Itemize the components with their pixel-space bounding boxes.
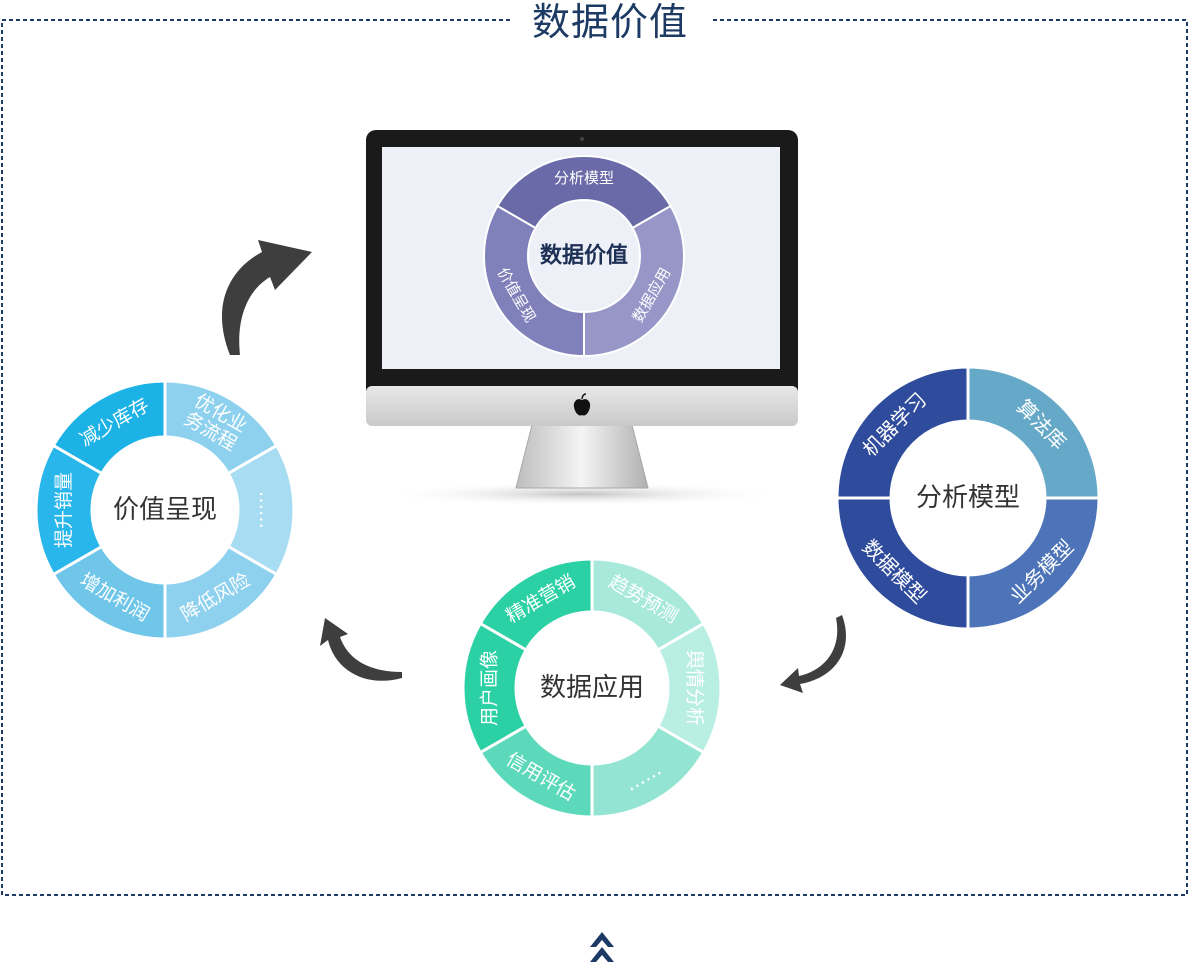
ring-segment <box>966 496 1101 631</box>
curved-arrow-icon <box>320 618 402 681</box>
ring-segment <box>483 204 585 358</box>
ring-center <box>529 201 639 311</box>
ring-center-label: 数据应用 <box>540 673 644 703</box>
ring-segment <box>461 621 529 755</box>
dashed-frame-border <box>1 19 1188 896</box>
ring-center-label: 价值呈现 <box>113 495 217 525</box>
data-application-ring: 精准营销趋势预测舆情分析……信用评估用户画像数据应用 <box>461 557 723 819</box>
ring-segment <box>835 365 970 500</box>
ring-center <box>517 613 667 763</box>
page-title: 数据价值 <box>510 0 710 46</box>
ring-segment-label: …… <box>255 491 277 529</box>
ring-segment-label: 分析模型 <box>554 169 614 187</box>
ring-center-label: 数据价值 <box>540 243 628 269</box>
ring-segment-label: 用户画像 <box>479 650 501 726</box>
ring-segment <box>496 155 672 230</box>
ring-segment <box>34 443 104 577</box>
double-chevron-up-icon[interactable] <box>590 932 614 962</box>
analysis-model-ring: 机器学习算法库业务模型数据模型分析模型 <box>835 365 1101 631</box>
ring-segment <box>966 365 1101 500</box>
ring-center <box>93 438 237 582</box>
ring-segment <box>835 496 970 631</box>
curved-arrow-icon <box>221 240 312 355</box>
ring-segment <box>583 204 685 358</box>
value-presentation-ring: 减少库存优化业务流程……降低风险增加利润提升销量价值呈现 <box>34 379 296 641</box>
apple-logo-icon <box>573 393 591 416</box>
ring-center <box>892 422 1044 574</box>
ring-segment-label: 提升销量 <box>53 472 75 548</box>
curved-arrow-icon <box>780 615 846 693</box>
ring-center-label: 分析模型 <box>916 483 1020 513</box>
ring-segment-label: 舆情分析 <box>684 650 706 726</box>
